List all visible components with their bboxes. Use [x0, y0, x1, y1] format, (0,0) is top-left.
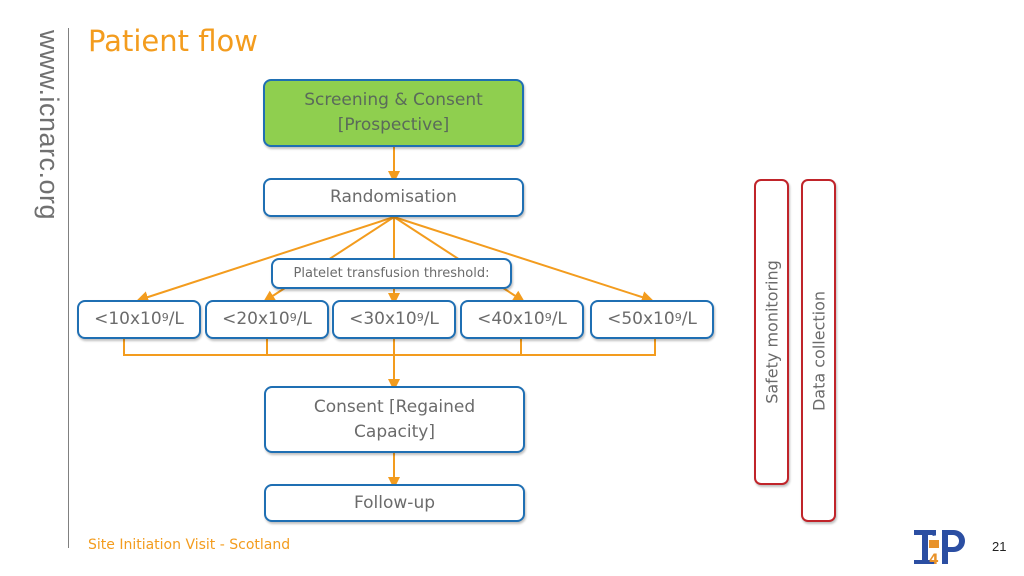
consent-regained-label: Consent [Regained Capacity]: [313, 396, 476, 442]
page-number: 21: [992, 539, 1007, 554]
arrow-to-10: [136, 216, 395, 303]
threshold-box-30: <30x109/L: [332, 300, 456, 339]
footer-text: Site Initiation Visit - Scotland: [88, 537, 291, 553]
data-collection-label: Data collection: [809, 290, 828, 411]
threshold-label-box: Platelet transfusion threshold:: [271, 258, 512, 289]
threshold-box-50: <50x109/L: [590, 300, 714, 339]
randomisation-label: Randomisation: [330, 187, 457, 207]
screening-consent-label: Screening & Consent [Prospective]: [304, 90, 483, 135]
threshold-box-40: <40x109/L: [460, 300, 584, 339]
followup-label: Follow-up: [353, 492, 436, 513]
screening-consent-box: Screening & Consent [Prospective]: [263, 79, 524, 147]
t4p-logo: 4 2: [914, 530, 965, 566]
threshold-label: Platelet transfusion threshold:: [293, 266, 490, 281]
svg-text:4: 4: [929, 552, 939, 566]
threshold-value: <20x109/L: [222, 309, 312, 329]
threshold-box-10: <10x109/L: [77, 300, 201, 339]
threshold-value: <30x109/L: [349, 309, 439, 329]
threshold-value: <50x109/L: [607, 309, 697, 329]
followup-box: Follow-up: [264, 484, 525, 522]
threshold-value: <40x109/L: [477, 309, 567, 329]
data-collection-bar: Data collection: [801, 179, 836, 522]
consent-regained-box: Consent [Regained Capacity]: [264, 386, 525, 453]
arrow-to-50: [393, 216, 654, 303]
safety-monitoring-label: Safety monitoring: [762, 260, 781, 404]
page-title: Patient flow: [88, 24, 258, 58]
sidebar-divider: [68, 28, 69, 548]
merge-bracket: [123, 338, 656, 356]
threshold-box-20: <20x109/L: [205, 300, 329, 339]
threshold-value: <10x109/L: [94, 309, 184, 329]
safety-monitoring-bar: Safety monitoring: [754, 179, 789, 485]
randomisation-box: Randomisation: [263, 178, 524, 217]
svg-text:2: 2: [932, 530, 936, 538]
